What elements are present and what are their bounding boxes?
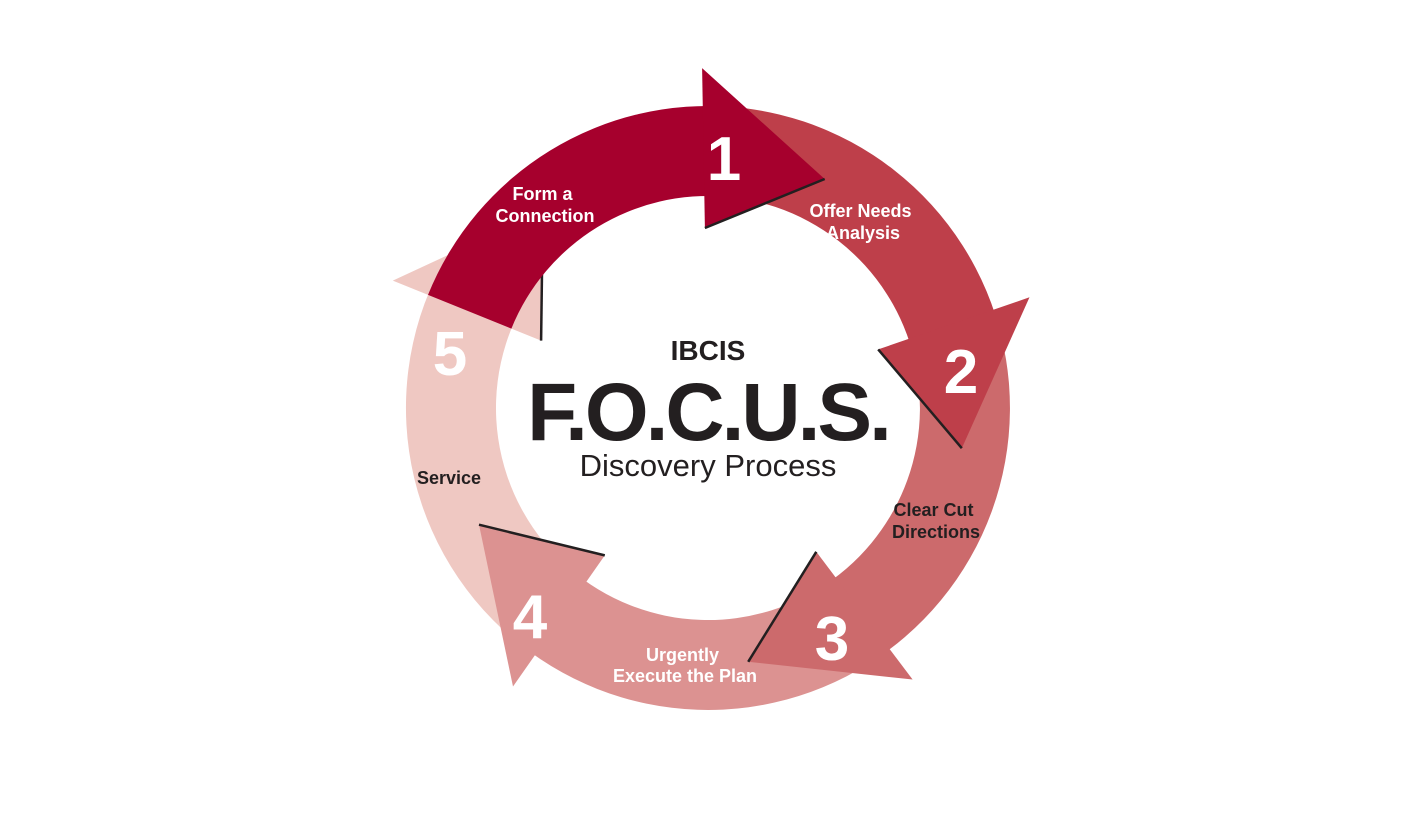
- step-number-3: 3: [815, 605, 849, 674]
- center-heading: IBCIS F.O.C.U.S. Discovery Process: [527, 335, 892, 483]
- cycle-segment-1-arrowhead: [702, 68, 825, 228]
- step-number-2: 2: [944, 338, 978, 407]
- step-label-1: Form a Connection: [496, 184, 595, 226]
- cycle-segment-4-arrowhead: [479, 524, 605, 687]
- center-title: F.O.C.U.S.: [527, 367, 889, 458]
- cycle-segment-2-shadow-line: [877, 348, 963, 450]
- center-subtitle: Discovery Process: [580, 448, 837, 483]
- step-label-2-line-1: Offer Needs: [809, 201, 911, 221]
- cycle-segment-3-shadow-line: [747, 551, 818, 663]
- step-label-4: Urgently Execute the Plan: [613, 645, 757, 686]
- step-label-2-line-2: Analysis: [826, 223, 900, 243]
- cycle-segment-1-shadow-line: [704, 177, 826, 230]
- step-number-4: 4: [513, 583, 548, 652]
- step-label-4-line-2: Execute the Plan: [613, 666, 757, 686]
- step-label-1-line-1: Form a: [512, 184, 573, 204]
- cycle-segment-1: [428, 68, 826, 329]
- step-number-1: 1: [707, 125, 741, 194]
- cycle-segment-3-arrowhead: [748, 551, 913, 680]
- step-label-3-line-1: Clear Cut: [893, 500, 973, 520]
- cycle-segment-1-band: [428, 105, 735, 329]
- step-label-1-line-2: Connection: [496, 206, 595, 226]
- step-labels: Form a Connection Offer Needs Analysis C…: [417, 184, 980, 686]
- step-label-4-line-1: Urgently: [646, 645, 719, 665]
- center-org: IBCIS: [671, 335, 746, 366]
- step-label-3: Clear Cut Directions: [892, 500, 980, 542]
- step-label-5-line-1: Service: [417, 468, 481, 488]
- step-numbers: 1 2 3 4 5: [433, 125, 978, 674]
- step-label-5: Service: [417, 468, 481, 488]
- step-label-3-line-2: Directions: [892, 522, 980, 542]
- step-label-2: Offer Needs Analysis: [809, 201, 916, 243]
- cycle-arcs: [392, 68, 1030, 710]
- cycle-segment-2-arrowhead: [878, 297, 1030, 449]
- step-number-5: 5: [433, 320, 467, 389]
- cycle-segment-4-shadow-line: [478, 523, 606, 557]
